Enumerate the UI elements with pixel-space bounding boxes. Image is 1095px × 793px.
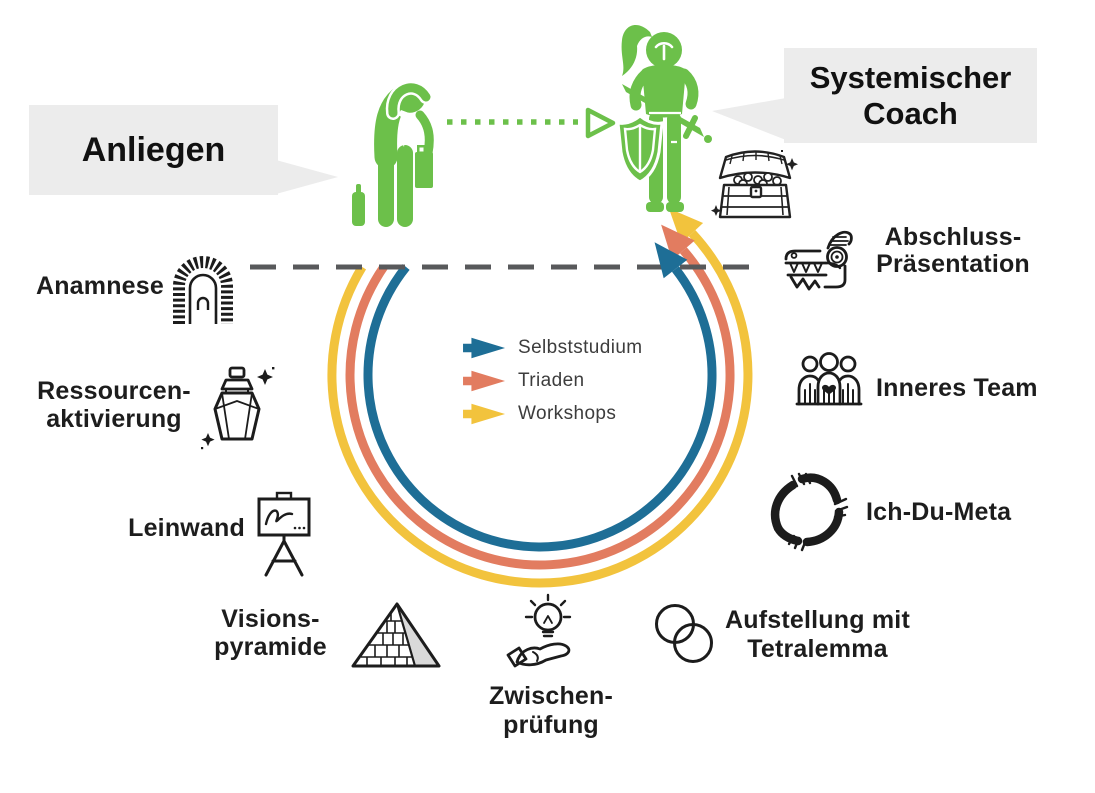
- hands-triangle-icon: [770, 472, 849, 552]
- legend-item-selbststudium: Selbststudium: [462, 334, 643, 361]
- client-bubble-text: Anliegen: [81, 130, 226, 169]
- client-bubble-pointer: [276, 160, 338, 194]
- pyramid-icon: [351, 602, 441, 668]
- coach-bubble-line1: Systemischer: [809, 60, 1012, 96]
- legend: Selbststudium Triaden Workshops: [462, 334, 643, 433]
- station-label-aufstellung-tetralemma: Aufstellung mit Tetralemma: [725, 606, 910, 663]
- sparkle-icon: [711, 150, 798, 216]
- easel-icon: [257, 491, 311, 577]
- open-triangle-arrowhead-icon: [585, 107, 616, 139]
- client-to-coach-dotted-arrow: [447, 107, 616, 139]
- selbststudium-arc: [363, 264, 717, 552]
- client-speech-bubble: Anliegen: [29, 105, 278, 195]
- workshops-arc: [327, 230, 753, 588]
- station-label-ich-du-meta: Ich-Du-Meta: [866, 498, 1012, 526]
- legend-item-workshops: Workshops: [462, 400, 643, 427]
- station-label-leinwand: Leinwand: [128, 514, 245, 542]
- station-label-zwischenpruefung: Zwischen- prüfung: [488, 682, 614, 739]
- potion-bottle-icon: [201, 366, 275, 450]
- triaden-arc: [345, 247, 735, 570]
- legend-label: Workshops: [518, 402, 617, 424]
- legend-label: Selbststudium: [518, 336, 643, 358]
- coach-bubble-line2: Coach: [863, 95, 958, 131]
- arch-icon: [173, 256, 233, 324]
- heart-icon: [822, 384, 836, 395]
- station-label-ressourcenaktivierung: Ressourcen- aktivierung: [37, 377, 191, 433]
- legend-item-triaden: Triaden: [462, 367, 643, 394]
- selbststudium-arrowhead-icon: [654, 242, 688, 279]
- idea-hand-icon: [506, 593, 572, 668]
- sad-person-icon: [352, 80, 434, 227]
- coach-bubble-pointer: [712, 98, 786, 140]
- dragon-head-icon: [784, 230, 853, 291]
- workshops-arrowhead-icon: [668, 208, 704, 244]
- arrow-flag-icon: [463, 370, 506, 391]
- knight-icon: [616, 25, 712, 212]
- station-label-inneres-team: Inneres Team: [876, 374, 1038, 402]
- station-label-visionspyramide: Visions- pyramide: [214, 605, 327, 661]
- shield-icon: [616, 114, 664, 184]
- arrow-flag-icon: [463, 403, 506, 424]
- coach-speech-bubble: Systemischer Coach: [784, 48, 1037, 143]
- team-icon: [795, 352, 863, 406]
- station-label-abschlusspraesentation: Abschluss- Präsentation: [876, 223, 1030, 278]
- arrow-flag-icon: [463, 337, 506, 358]
- treasure-chest-icon: [711, 150, 798, 219]
- legend-label: Triaden: [518, 369, 585, 391]
- sparkle-icon: [201, 367, 275, 450]
- station-label-anamnese: Anamnese: [35, 272, 164, 300]
- overlapping-circles-icon: [655, 604, 713, 663]
